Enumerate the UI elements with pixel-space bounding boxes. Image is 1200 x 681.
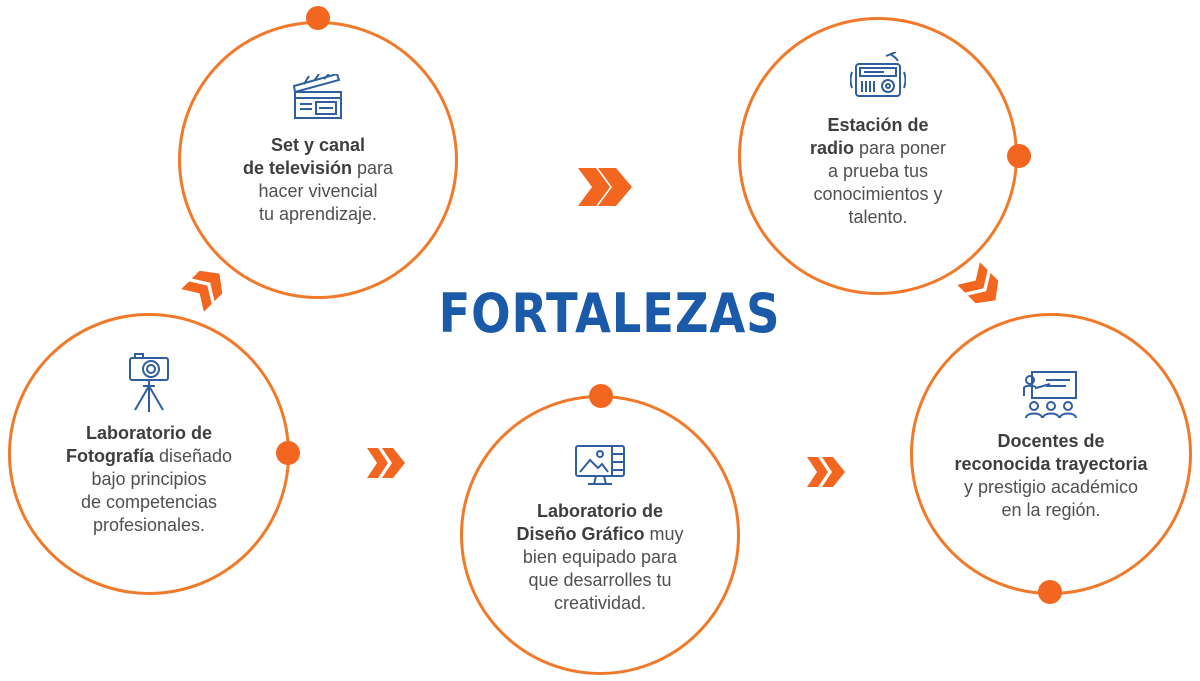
radio-text-3: conocimientos y [813,184,943,204]
radio-bold-2: radio [809,138,854,158]
radio-bold-1: Estación de [827,115,929,135]
tv-bold-1: Set y canal [270,135,366,155]
circle-radio: Estación de radio para poner a prueba tu… [738,17,1018,295]
circle-teachers: Docentes de reconocida trayectoria y pre… [910,313,1192,595]
circle-photo: Laboratorio de Fotografía diseñado bajo … [8,313,290,595]
chevron-arrow-icon [367,448,405,478]
tv-text-3: tu aprendizaje. [258,204,378,224]
chevron-arrow-icon [957,262,999,304]
chevron-arrow-icon [578,168,632,206]
teacher-presentation-icon [1022,370,1080,420]
monitor-design-icon [574,444,626,486]
photo-text-4: profesionales. [92,515,206,535]
clapperboard-icon [292,74,344,120]
tv-bold-2: de televisión [242,158,352,178]
circle-tv: Set y canal de televisión para hacer viv… [178,21,458,299]
radio-text-4: talento. [848,207,908,227]
teachers-text-2: en la región. [1001,500,1101,520]
teachers-bold-1: Docentes de [997,431,1105,451]
teachers-bold-2: reconocida trayectoria [954,454,1148,474]
tv-text-2: hacer vivencial [258,181,378,201]
dot-radio [1007,144,1031,168]
design-text-3: que desarrolles tu [528,570,672,590]
photo-bold-2: Fotografía [65,446,154,466]
camera-tripod-icon [127,352,171,414]
page-title: FORTALEZAS [438,282,781,345]
tv-text-1: para [352,158,394,178]
photo-bold-1: Laboratorio de [85,423,212,443]
radio-text-1: para poner [853,138,947,158]
design-text-1: muy [644,524,684,544]
design-bold-1: Laboratorio de [536,501,663,521]
radio-icon [850,52,906,100]
design-text-2: bien equipado para [522,547,678,567]
dot-tv [306,6,330,30]
photo-text-3: de competencias [80,492,218,512]
design-text-4: creatividad. [553,593,647,613]
teachers-text-1: y prestigio académico [963,477,1139,497]
photo-text-1: diseñado [153,446,233,466]
chevron-arrow-icon [181,270,223,312]
circle-design: Laboratorio de Diseño Gráfico muy bien e… [460,395,740,675]
photo-text-2: bajo principios [91,469,207,489]
dot-design [589,384,613,408]
radio-text-2: a prueba tus [827,161,929,181]
dot-photo [276,441,300,465]
design-bold-2: Diseño Gráfico [516,524,645,544]
dot-teachers [1038,580,1062,604]
chevron-arrow-icon [807,457,845,487]
